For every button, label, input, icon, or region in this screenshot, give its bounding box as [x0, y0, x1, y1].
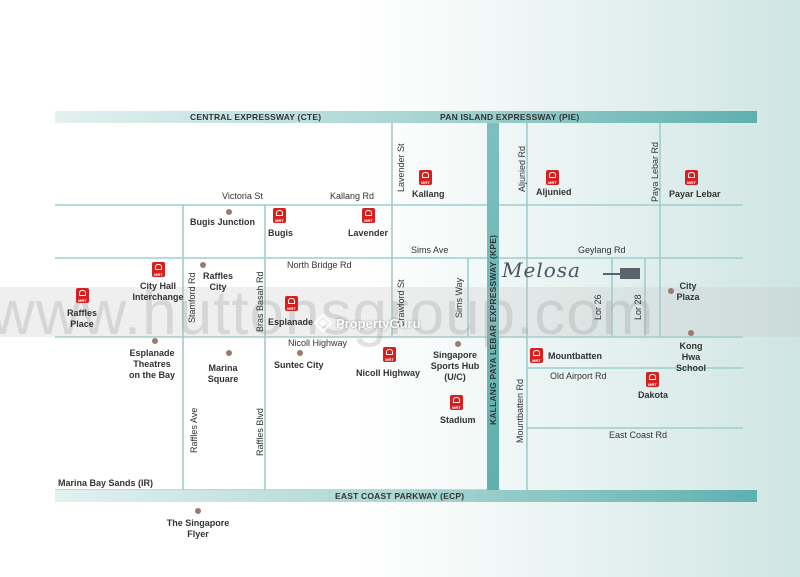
suntec-label: Suntec City	[274, 360, 324, 370]
propertyguru-logo-icon	[314, 314, 332, 332]
lavender-mrt-icon: MRT	[362, 208, 375, 223]
nicoll-highway-station-label: Nicoll Highway	[356, 368, 421, 378]
sims-way-label: Sims Way	[454, 277, 464, 318]
kong-hwa-label: Kong Hwa School	[675, 341, 706, 373]
project-pointer-line	[603, 273, 621, 275]
stamford-rd-label: Stamford Rd	[187, 272, 197, 323]
propertyguru-text: PropertyGuru	[336, 315, 421, 331]
flyer-marker	[195, 508, 201, 514]
payar-lebar-station-label: Payar Lebar	[669, 189, 721, 199]
paya-lebar-rd-label: Paya Lebar Rd	[650, 141, 660, 202]
marina-square-marker	[226, 350, 232, 356]
raffles-city-marker	[200, 262, 206, 268]
propertyguru-watermark: PropertyGuru	[314, 314, 421, 332]
esplanade-station-label: Esplanade	[268, 317, 314, 327]
bras-basah-label: Bras Basah Rd	[255, 271, 265, 332]
mountbatten-rd-label: Mountbatten Rd	[515, 378, 525, 443]
kong-hwa-marker	[688, 330, 694, 336]
city-plaza-marker	[668, 288, 674, 294]
flyer-label: The Singapore Flyer	[166, 518, 230, 539]
old-airport-label: Old Airport Rd	[550, 371, 607, 381]
nicoll-road-label: Nicoll Highway	[288, 338, 348, 348]
sims-ave-label: Sims Ave	[411, 245, 449, 255]
mountbatten-station-label: Mountbatten	[548, 351, 602, 361]
kallang-station-label: Kallang	[412, 189, 445, 199]
pie-label: PAN ISLAND EXPRESSWAY (PIE)	[440, 112, 580, 122]
cte-pie-bar	[55, 111, 757, 123]
dakota-station-label: Dakota	[638, 390, 669, 400]
esplanade-mrt-icon: MRT	[285, 296, 298, 311]
city-hall-station-label: City Hall Interchange	[132, 281, 184, 302]
payar-lebar-mrt-icon: MRT	[685, 170, 698, 185]
raffles-place-station-label: Raffles Place	[66, 308, 97, 329]
watermark-band	[0, 287, 800, 337]
aljunied-station-label: Aljunied	[536, 187, 572, 197]
esplanade-theatres-marker	[152, 338, 158, 344]
city-hall-mrt-icon: MRT	[152, 262, 165, 277]
east-coast-rd-label: East Coast Rd	[609, 430, 668, 440]
dakota-mrt-icon: MRT	[646, 372, 659, 387]
stadium-mrt-icon: MRT	[450, 395, 463, 410]
sports-hub-label: Singapore Sports Hub (U/C)	[430, 350, 480, 382]
suntec-marker	[297, 350, 303, 356]
mountbatten-mrt-icon: MRT	[530, 348, 543, 363]
marina-square-label: Marina Square	[207, 363, 239, 384]
lavender-station-label: Lavender	[348, 228, 389, 238]
lavender-st-label: Lavender St	[396, 143, 406, 192]
kallang-mrt-icon: MRT	[419, 170, 432, 185]
bugis-junction-marker	[226, 209, 232, 215]
bugis-junction-label: Bugis Junction	[190, 217, 255, 227]
raffles-ave-label: Raffles Ave	[189, 407, 199, 453]
sports-hub-marker	[455, 341, 461, 347]
lor28-label: Lor 28	[633, 294, 643, 320]
kpe-label: KALLANG PAYA LEBAR EXPRESSWAY (KPE)	[488, 234, 498, 425]
kpe-bar	[487, 123, 499, 490]
bugis-mrt-icon: MRT	[273, 208, 286, 223]
raffles-place-mrt-icon: MRT	[76, 288, 89, 303]
project-location-marker	[620, 268, 640, 279]
aljunied-rd-label: Aljunied Rd	[517, 145, 527, 192]
stadium-station-label: Stadium	[440, 415, 476, 425]
project-name: Melosa	[502, 258, 581, 282]
ecp-bar	[55, 490, 757, 502]
city-plaza-label: City Plaza	[676, 281, 700, 302]
marina-bay-sands-label: Marina Bay Sands (IR)	[58, 478, 154, 488]
lor26-label: Lor 26	[593, 294, 603, 320]
cte-label: CENTRAL EXPRESSWAY (CTE)	[190, 112, 322, 122]
ecp-label: EAST COAST PARKWAY (ECP)	[335, 491, 465, 501]
north-bridge-label: North Bridge Rd	[287, 260, 352, 270]
aljunied-mrt-icon: MRT	[546, 170, 559, 185]
esplanade-theatres-label: Esplanade Theatres on the Bay	[128, 348, 175, 380]
raffles-blvd-label: Raffles Blvd	[255, 408, 265, 456]
bugis-station-label: Bugis	[268, 228, 294, 238]
nicoll-highway-mrt-icon: MRT	[383, 347, 396, 362]
raffles-city-label: Raffles City	[202, 271, 233, 292]
geylang-rd-label: Geylang Rd	[578, 245, 626, 255]
kallang-rd-label: Kallang Rd	[330, 191, 375, 201]
watermark-text: www.huttonsgroup.com	[0, 279, 655, 348]
victoria-st-label: Victoria St	[222, 191, 263, 201]
